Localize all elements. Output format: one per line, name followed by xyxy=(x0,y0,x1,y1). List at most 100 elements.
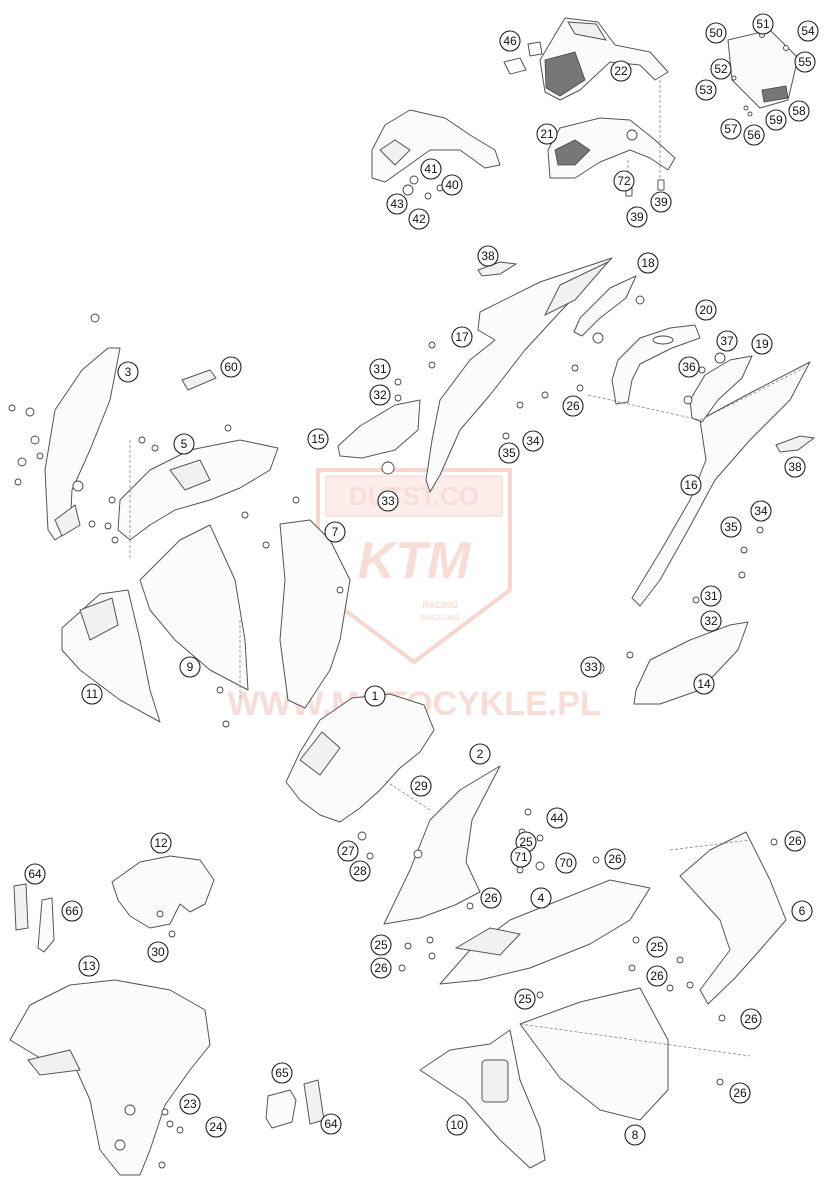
watermark-brand: KTM xyxy=(358,532,472,590)
callout-12[interactable]: 12 xyxy=(150,832,172,854)
callout-41[interactable]: 41 xyxy=(420,158,442,180)
callout-38b[interactable]: 38 xyxy=(784,456,806,478)
callout-64a[interactable]: 64 xyxy=(24,863,46,885)
callout-35a[interactable]: 35 xyxy=(498,442,520,464)
callout-26b[interactable]: 26 xyxy=(604,848,626,870)
callout-38a[interactable]: 38 xyxy=(477,245,499,267)
callout-32b[interactable]: 32 xyxy=(700,610,722,632)
callout-24[interactable]: 24 xyxy=(205,1116,227,1138)
svg-text:72: 72 xyxy=(617,174,631,188)
callout-42[interactable]: 42 xyxy=(408,208,430,230)
callout-33b[interactable]: 33 xyxy=(580,656,602,678)
svg-text:25: 25 xyxy=(519,835,533,849)
svg-text:5: 5 xyxy=(181,437,188,451)
callout-14[interactable]: 14 xyxy=(693,673,715,695)
callout-11[interactable]: 11 xyxy=(81,683,103,705)
callout-46[interactable]: 46 xyxy=(499,30,521,52)
svg-text:26: 26 xyxy=(733,1086,747,1100)
part-19-shape xyxy=(689,355,753,423)
callout-39b[interactable]: 39 xyxy=(650,191,672,213)
callout-25d[interactable]: 25 xyxy=(514,988,536,1010)
svg-text:35: 35 xyxy=(502,446,516,460)
callout-10[interactable]: 10 xyxy=(446,1114,468,1136)
callout-19[interactable]: 19 xyxy=(751,333,773,355)
svg-text:64: 64 xyxy=(28,867,42,881)
callout-64b[interactable]: 64 xyxy=(320,1113,342,1135)
callout-55[interactable]: 55 xyxy=(794,51,816,73)
callout-51[interactable]: 51 xyxy=(752,13,774,35)
callout-32a[interactable]: 32 xyxy=(369,384,391,406)
svg-text:46: 46 xyxy=(503,34,517,48)
callout-72[interactable]: 72 xyxy=(613,170,635,192)
callout-37[interactable]: 37 xyxy=(716,330,738,352)
callout-33a[interactable]: 33 xyxy=(377,490,399,512)
svg-text:66: 66 xyxy=(65,904,79,918)
callout-5[interactable]: 5 xyxy=(173,433,195,455)
callout-70[interactable]: 70 xyxy=(555,852,577,874)
svg-text:58: 58 xyxy=(792,104,806,118)
callout-25b[interactable]: 25 xyxy=(370,934,392,956)
callout-21[interactable]: 21 xyxy=(536,123,558,145)
callout-20[interactable]: 20 xyxy=(695,299,717,321)
callout-17[interactable]: 17 xyxy=(451,326,473,348)
callout-28[interactable]: 28 xyxy=(349,860,371,882)
callout-26h[interactable]: 26 xyxy=(729,1082,751,1104)
callout-59[interactable]: 59 xyxy=(765,109,787,131)
callout-4[interactable]: 4 xyxy=(530,887,552,909)
svg-text:25: 25 xyxy=(518,992,532,1006)
callout-31a[interactable]: 31 xyxy=(369,358,391,380)
callout-56[interactable]: 56 xyxy=(743,124,765,146)
callout-2[interactable]: 2 xyxy=(469,743,491,765)
callout-35b[interactable]: 35 xyxy=(720,516,742,538)
callout-15[interactable]: 15 xyxy=(307,428,329,450)
callout-9[interactable]: 9 xyxy=(179,656,201,678)
callout-23[interactable]: 23 xyxy=(179,1093,201,1115)
callout-18[interactable]: 18 xyxy=(637,252,659,274)
callout-57[interactable]: 57 xyxy=(720,118,742,140)
callout-58[interactable]: 58 xyxy=(788,100,810,122)
callout-39a[interactable]: 39 xyxy=(626,206,648,228)
callout-36[interactable]: 36 xyxy=(678,356,700,378)
callout-66[interactable]: 66 xyxy=(61,900,83,922)
callout-30[interactable]: 30 xyxy=(147,941,169,963)
part-13-shape xyxy=(9,979,211,1176)
callout-53[interactable]: 53 xyxy=(695,79,717,101)
callout-16[interactable]: 16 xyxy=(680,474,702,496)
callout-60[interactable]: 60 xyxy=(220,356,242,378)
part-9-shape xyxy=(139,524,249,691)
callout-43[interactable]: 43 xyxy=(386,193,408,215)
callout-8[interactable]: 8 xyxy=(624,1124,646,1146)
callout-6[interactable]: 6 xyxy=(791,900,813,922)
callout-29[interactable]: 29 xyxy=(410,775,432,797)
callout-26a[interactable]: 26 xyxy=(562,395,584,417)
part-64-right-shape xyxy=(303,1079,325,1125)
callout-54[interactable]: 54 xyxy=(797,20,819,42)
callout-31b[interactable]: 31 xyxy=(700,585,722,607)
callout-7[interactable]: 7 xyxy=(324,521,346,543)
callout-44[interactable]: 44 xyxy=(546,807,568,829)
callout-26d[interactable]: 26 xyxy=(480,887,502,909)
callout-26c[interactable]: 26 xyxy=(784,830,806,852)
callout-34a[interactable]: 34 xyxy=(522,430,544,452)
callout-13[interactable]: 13 xyxy=(78,955,100,977)
callout-26f[interactable]: 26 xyxy=(646,965,668,987)
callout-52[interactable]: 52 xyxy=(710,58,732,80)
svg-text:51: 51 xyxy=(756,17,770,31)
callout-71[interactable]: 71 xyxy=(510,846,532,868)
callout-22[interactable]: 22 xyxy=(610,60,632,82)
callout-40[interactable]: 40 xyxy=(441,174,463,196)
tank-panels xyxy=(337,257,816,705)
callout-34b[interactable]: 34 xyxy=(750,500,772,522)
svg-text:24: 24 xyxy=(209,1120,223,1134)
callout-26g[interactable]: 26 xyxy=(740,1008,762,1030)
svg-text:13: 13 xyxy=(82,959,96,973)
callout-50[interactable]: 50 xyxy=(705,22,727,44)
callout-3[interactable]: 3 xyxy=(117,361,139,383)
callout-27[interactable]: 27 xyxy=(337,840,359,862)
part-20-shape xyxy=(611,324,701,405)
svg-text:38: 38 xyxy=(481,249,495,263)
callout-1[interactable]: 1 xyxy=(364,685,386,707)
callout-65[interactable]: 65 xyxy=(271,1062,293,1084)
callout-25c[interactable]: 25 xyxy=(646,936,668,958)
callout-26e[interactable]: 26 xyxy=(370,957,392,979)
